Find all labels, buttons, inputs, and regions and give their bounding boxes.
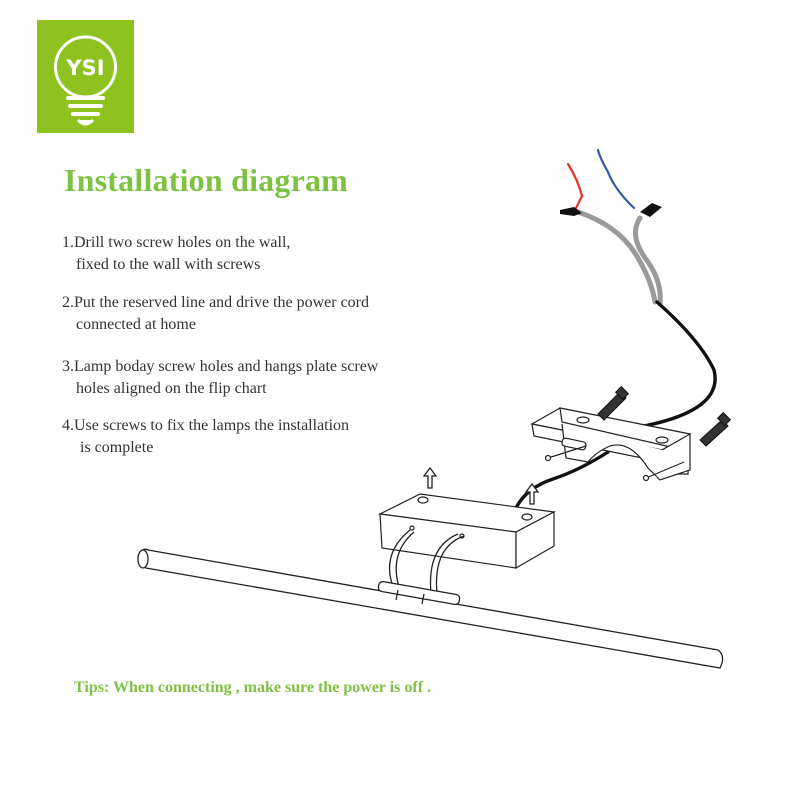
- black-cord-lower: [514, 450, 610, 510]
- step-1: 1.Drill two screw holes on the wall, fix…: [62, 232, 290, 276]
- red-wire-terminal: [560, 207, 582, 216]
- step-2-line-1: 2.Put the reserved line and drive the po…: [62, 294, 370, 311]
- screw-left: [597, 391, 627, 421]
- step-1-line-2: fixed to the wall with screws: [76, 256, 261, 273]
- lamp-tube: [137, 548, 724, 669]
- power-wires: [514, 148, 717, 510]
- lightbulb-icon: YSI: [54, 35, 117, 126]
- page-title: Installation diagram: [64, 162, 349, 198]
- step-2: 2.Put the reserved line and drive the po…: [62, 292, 369, 336]
- gray-wire-right: [633, 215, 663, 307]
- step-3-line-2: holes aligned on the flip chart: [76, 380, 267, 397]
- gray-wire-left: [575, 209, 658, 305]
- blue-wire-terminal: [640, 203, 662, 217]
- step-2-line-2: connected at home: [76, 316, 196, 333]
- lamp-body: [377, 493, 556, 570]
- logo-text: YSI: [65, 56, 104, 80]
- step-4-line-1: 4.Use screws to fix the lamps the instal…: [62, 417, 350, 434]
- step-3-line-1: 3.Lamp boday screw holes and hangs plate…: [62, 358, 379, 375]
- screw-right: [699, 419, 729, 447]
- step-4-line-2: is complete: [80, 439, 154, 456]
- blue-wire: [596, 148, 636, 210]
- arrow-up-icon: [524, 482, 540, 505]
- brand-logo: YSI: [37, 20, 134, 133]
- arrow-up-icon: [422, 466, 438, 489]
- step-4: 4.Use screws to fix the lamps the instal…: [62, 415, 349, 459]
- tips-note: Tips: When connecting , make sure the po…: [74, 679, 432, 696]
- mounting-plate: [530, 407, 692, 482]
- red-wire: [566, 162, 584, 212]
- black-cord: [642, 300, 717, 428]
- step-3: 3.Lamp boday screw holes and hangs plate…: [62, 356, 378, 400]
- step-1-line-1: 1.Drill two screw holes on the wall,: [62, 234, 291, 251]
- align-arrows: [422, 466, 540, 505]
- wall-screws: [597, 385, 732, 447]
